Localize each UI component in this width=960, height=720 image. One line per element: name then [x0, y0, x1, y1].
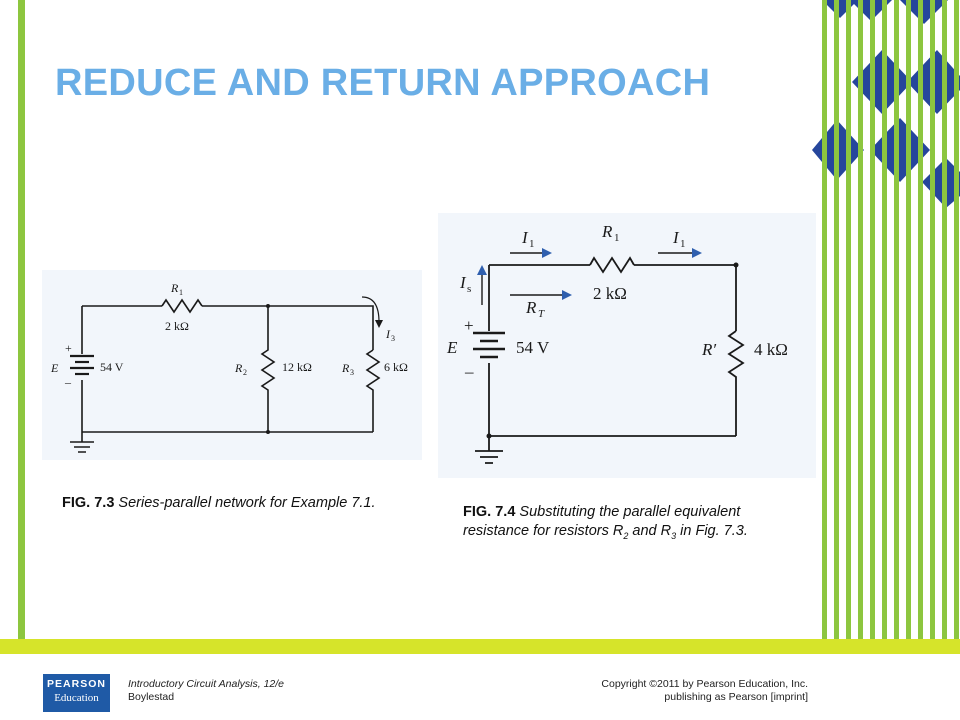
- figure-7-3: R 1 2 kΩ + E – 54 V R 2 12 kΩ R 3 6 kΩ I…: [42, 270, 422, 460]
- caption-fig-7-4-sub-2: 3: [671, 530, 677, 541]
- fig74-is-sub: s: [467, 283, 471, 295]
- fig74-source-label: E: [446, 338, 458, 357]
- logo-line-2: Education: [54, 692, 99, 704]
- fig74-r1-label: R: [601, 222, 613, 241]
- fig74-i1-left: I: [521, 228, 529, 247]
- pearson-logo: PEARSON Education: [43, 674, 110, 712]
- footer-book-title: Introductory Circuit Analysis, 12/e: [128, 678, 285, 690]
- fig73-source-label: E: [50, 361, 59, 375]
- fig73-r2-sub: 2: [243, 368, 247, 377]
- fig73-current-sub: 3: [391, 334, 395, 343]
- caption-fig-7-3-number: FIG. 7.3: [62, 495, 115, 511]
- fig73-r3-label: R: [341, 361, 350, 375]
- fig74-r1-value: 2 kΩ: [593, 284, 627, 303]
- fig74-plus: +: [464, 316, 474, 335]
- fig73-r1-sub: 1: [179, 288, 183, 297]
- slide-title: REDUCE AND RETURN APPROACH: [55, 62, 711, 104]
- caption-fig-7-3-text: Series-parallel network for Example 7.1.: [114, 495, 376, 511]
- fig74-rt-label: R: [525, 298, 537, 317]
- fig73-source-value: 54 V: [100, 360, 124, 374]
- caption-fig-7-4: FIG. 7.4 Substituting the parallel equiv…: [463, 503, 783, 546]
- caption-fig-7-4-text-2: and R: [628, 523, 672, 539]
- footer-copyright-line: Copyright ©2011 by Pearson Education, In…: [601, 678, 808, 690]
- fig74-i1-left-sub: 1: [529, 238, 535, 250]
- fig74-rt-sub: T: [538, 308, 545, 320]
- decorative-stripes: [812, 0, 960, 648]
- fig73-minus: –: [64, 375, 72, 389]
- caption-fig-7-4-number: FIG. 7.4: [463, 504, 516, 520]
- footer-copyright: Copyright ©2011 by Pearson Education, In…: [601, 678, 808, 704]
- fig74-i1-right: I: [672, 228, 680, 247]
- caption-fig-7-4-sub-1: 2: [623, 530, 629, 541]
- fig73-current-label: I: [385, 327, 391, 341]
- fig74-is-label: I: [459, 273, 467, 292]
- fig74-source-value: 54 V: [516, 338, 550, 357]
- fig74-minus: –: [464, 362, 474, 381]
- caption-fig-7-4-text-1: Substituting the parallel equivalent res…: [463, 504, 741, 539]
- footer-accent-bar: [0, 639, 960, 654]
- fig74-r1-sub: 1: [614, 232, 620, 244]
- footer-publisher-line: publishing as Pearson [imprint]: [664, 691, 808, 703]
- fig73-plus: +: [65, 341, 72, 355]
- figure-7-4: I 1 R 1 2 kΩ I 1 I s R T + E – 54 V R′ 4…: [438, 213, 816, 478]
- caption-fig-7-3: FIG. 7.3 Series-parallel network for Exa…: [62, 494, 382, 513]
- fig74-i1-right-sub: 1: [680, 238, 686, 250]
- fig73-r2-value: 12 kΩ: [282, 360, 312, 374]
- fig73-r3-sub: 3: [350, 368, 354, 377]
- fig73-r1-value: 2 kΩ: [165, 319, 189, 333]
- logo-line-1: PEARSON: [47, 678, 106, 690]
- fig73-r1-label: R: [170, 281, 179, 295]
- fig73-r3-value: 6 kΩ: [384, 360, 408, 374]
- footer-book-info: Introductory Circuit Analysis, 12/e Boyl…: [128, 678, 284, 704]
- footer-author: Boylestad: [128, 691, 175, 703]
- left-accent-stripe: [18, 0, 25, 648]
- fig74-rprime-label: R′: [701, 340, 716, 359]
- caption-fig-7-4-text-3: in Fig. 7.3.: [676, 523, 748, 539]
- fig74-rprime-value: 4 kΩ: [754, 340, 788, 359]
- fig73-r2-label: R: [234, 361, 243, 375]
